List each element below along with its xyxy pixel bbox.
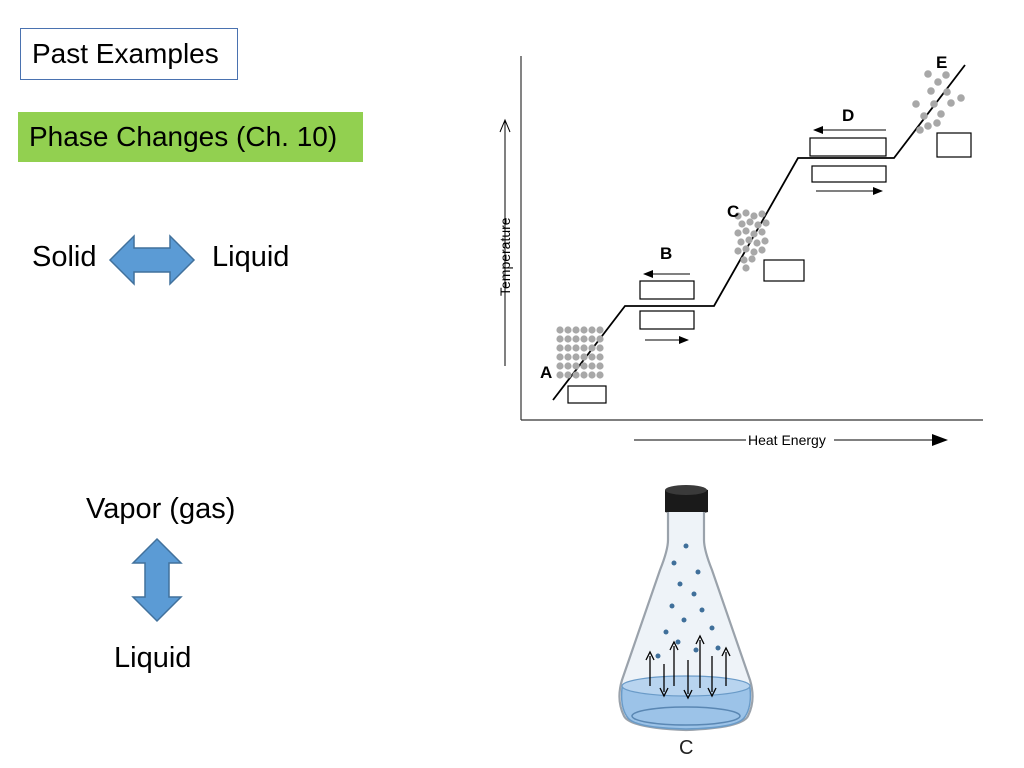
answer-box-b-bottom [639, 310, 695, 330]
flask-illustration: C [618, 485, 754, 759]
answer-box-d-bottom [811, 165, 887, 183]
exchange-arrows [645, 634, 731, 700]
liquid-label-top: Liquid [212, 241, 290, 273]
point-c-label: C [727, 202, 739, 221]
gas-particles [912, 70, 965, 134]
slide-subtitle: Phase Changes (Ch. 10) [18, 112, 363, 162]
vapor-molecules [655, 543, 721, 659]
answer-box-d-top [809, 137, 887, 157]
point-a-label: A [540, 363, 552, 382]
y-axis-label: Temperature [497, 217, 513, 296]
double-arrow-vertical-icon [131, 537, 183, 623]
solid-label: Solid [32, 241, 97, 273]
vapor-label: Vapor (gas) [86, 493, 236, 525]
liquid-particles [734, 209, 770, 272]
x-axis-label: Heat Energy [748, 432, 826, 448]
point-d-label: D [842, 106, 854, 125]
point-b-label: B [660, 244, 672, 263]
answer-box-e [936, 132, 972, 158]
point-e-label: E [936, 53, 947, 72]
solid-particles [556, 326, 604, 379]
liquid-label-bottom: Liquid [114, 642, 192, 674]
double-arrow-horizontal-icon [108, 234, 196, 286]
answer-box-b-top [639, 280, 695, 300]
answer-box-c [763, 259, 805, 282]
answer-box-a [567, 385, 607, 404]
heating-curve-diagram: Temperature Heat Energy A B C D [497, 53, 983, 448]
slide-title: Past Examples [20, 28, 238, 80]
flask-label: C [679, 737, 693, 759]
